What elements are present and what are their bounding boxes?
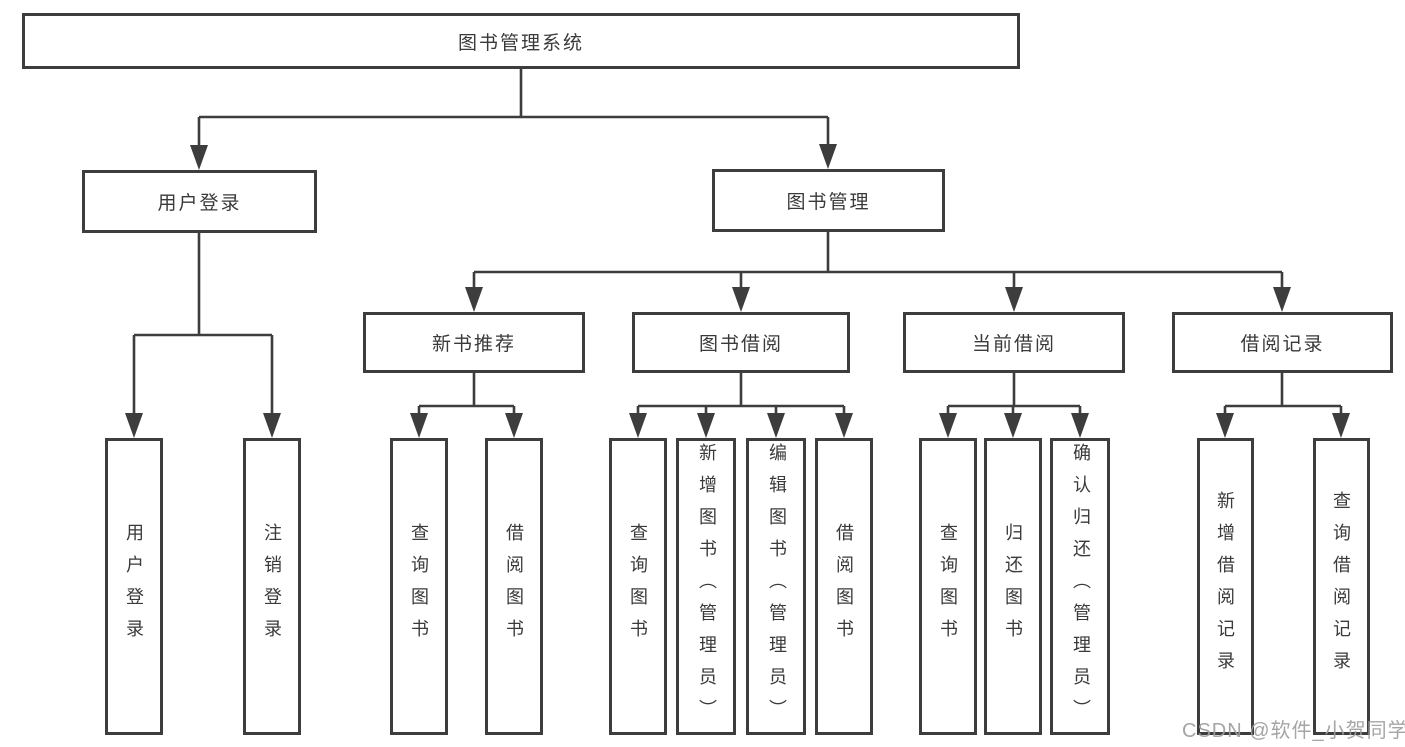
leaf-borrow-books-recommend: 借阅图书 [485, 438, 543, 735]
leaf-query-borrow-record: 查询借阅记录 [1313, 438, 1370, 735]
leaf-query-books-borrow: 查询图书 [609, 438, 667, 735]
leaf-borrow-books: 借阅图书 [815, 438, 873, 735]
connector-lines [132, 69, 1343, 418]
arrowhead-icons [125, 144, 1350, 438]
node-book-borrowing: 图书借阅 [632, 312, 850, 373]
node-library-management-system: 图书管理系统 [22, 13, 1020, 69]
node-new-book-recommendation: 新书推荐 [363, 312, 585, 373]
leaf-logout: 注销登录 [243, 438, 301, 735]
leaf-return-book: 归还图书 [984, 438, 1042, 735]
node-user-login: 用户登录 [82, 170, 317, 233]
node-current-borrowing: 当前借阅 [903, 312, 1125, 373]
leaf-add-book-admin: 新增图书（管理员） [676, 438, 736, 735]
node-borrowing-records: 借阅记录 [1172, 312, 1393, 373]
leaf-query-books-current: 查询图书 [919, 438, 977, 735]
leaf-confirm-return-admin: 确认归还（管理员） [1050, 438, 1110, 735]
leaf-query-books-recommend: 查询图书 [390, 438, 448, 735]
leaf-add-borrow-record: 新增借阅记录 [1197, 438, 1254, 735]
leaf-edit-book-admin: 编辑图书（管理员） [746, 438, 806, 735]
csdn-watermark: CSDN @软件_小贺同学 [1182, 720, 1405, 742]
leaf-user-login: 用户登录 [105, 438, 163, 735]
node-book-management: 图书管理 [712, 169, 945, 232]
